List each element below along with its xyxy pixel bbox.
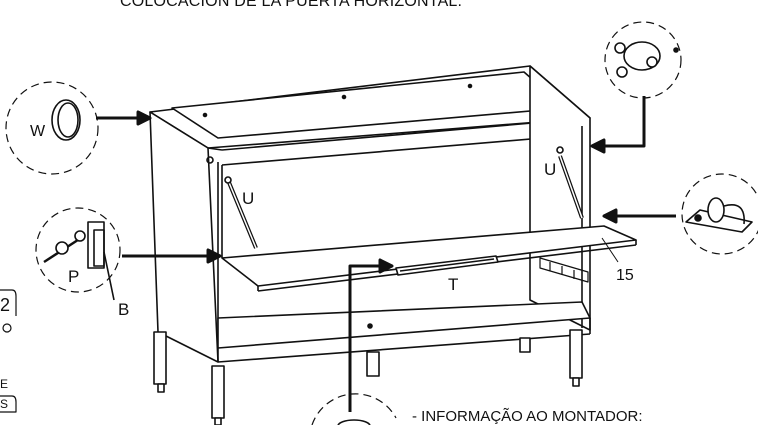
label-b: B (118, 300, 129, 319)
detail-circle-hinge-right (681, 173, 758, 255)
side-letter-s: S (0, 397, 8, 411)
screw-2 (341, 94, 347, 100)
label-t: T (448, 275, 458, 294)
arrow-hinge-top (590, 96, 646, 154)
detail-circle-pb (35, 207, 121, 301)
screw-1 (367, 323, 373, 329)
arrow-hinge-right (602, 208, 676, 224)
gas-strut-right (556, 146, 584, 219)
label-u-right: U (544, 160, 556, 179)
label-u-left: U (242, 189, 254, 208)
arrow-w (96, 110, 152, 126)
screw-4 (202, 112, 208, 118)
t-detail-part (337, 419, 371, 425)
detail-circle-hinge-top (604, 21, 682, 99)
detail-circle-w (5, 81, 99, 175)
door-handle (395, 255, 499, 276)
page-title: COLOCACIÓN DE LA PUERTA HORIZONTAL. (120, 0, 463, 10)
label-part-15: 15 (616, 267, 634, 284)
arrow-t (348, 258, 394, 412)
cam-hole-1 (206, 156, 214, 164)
right-side-panel (529, 65, 591, 331)
cabinet-top (149, 65, 591, 166)
back-vents (539, 257, 589, 283)
step-number: 2 (0, 295, 10, 315)
leader-15 (601, 237, 619, 263)
arrow-p (122, 248, 222, 264)
screw-3 (467, 83, 473, 89)
label-p: P (68, 267, 79, 286)
label-w: W (30, 123, 46, 140)
cabinet-legs (153, 329, 583, 425)
side-step-box (0, 289, 17, 413)
side-letter-e: E (0, 377, 8, 391)
detail-circle-t (311, 393, 397, 425)
bottom-shelf (217, 301, 591, 363)
left-side-panel (149, 111, 223, 363)
assembler-note: - INFORMAÇÃO AO MONTADOR: (412, 408, 643, 425)
gas-strut-left (224, 176, 258, 249)
